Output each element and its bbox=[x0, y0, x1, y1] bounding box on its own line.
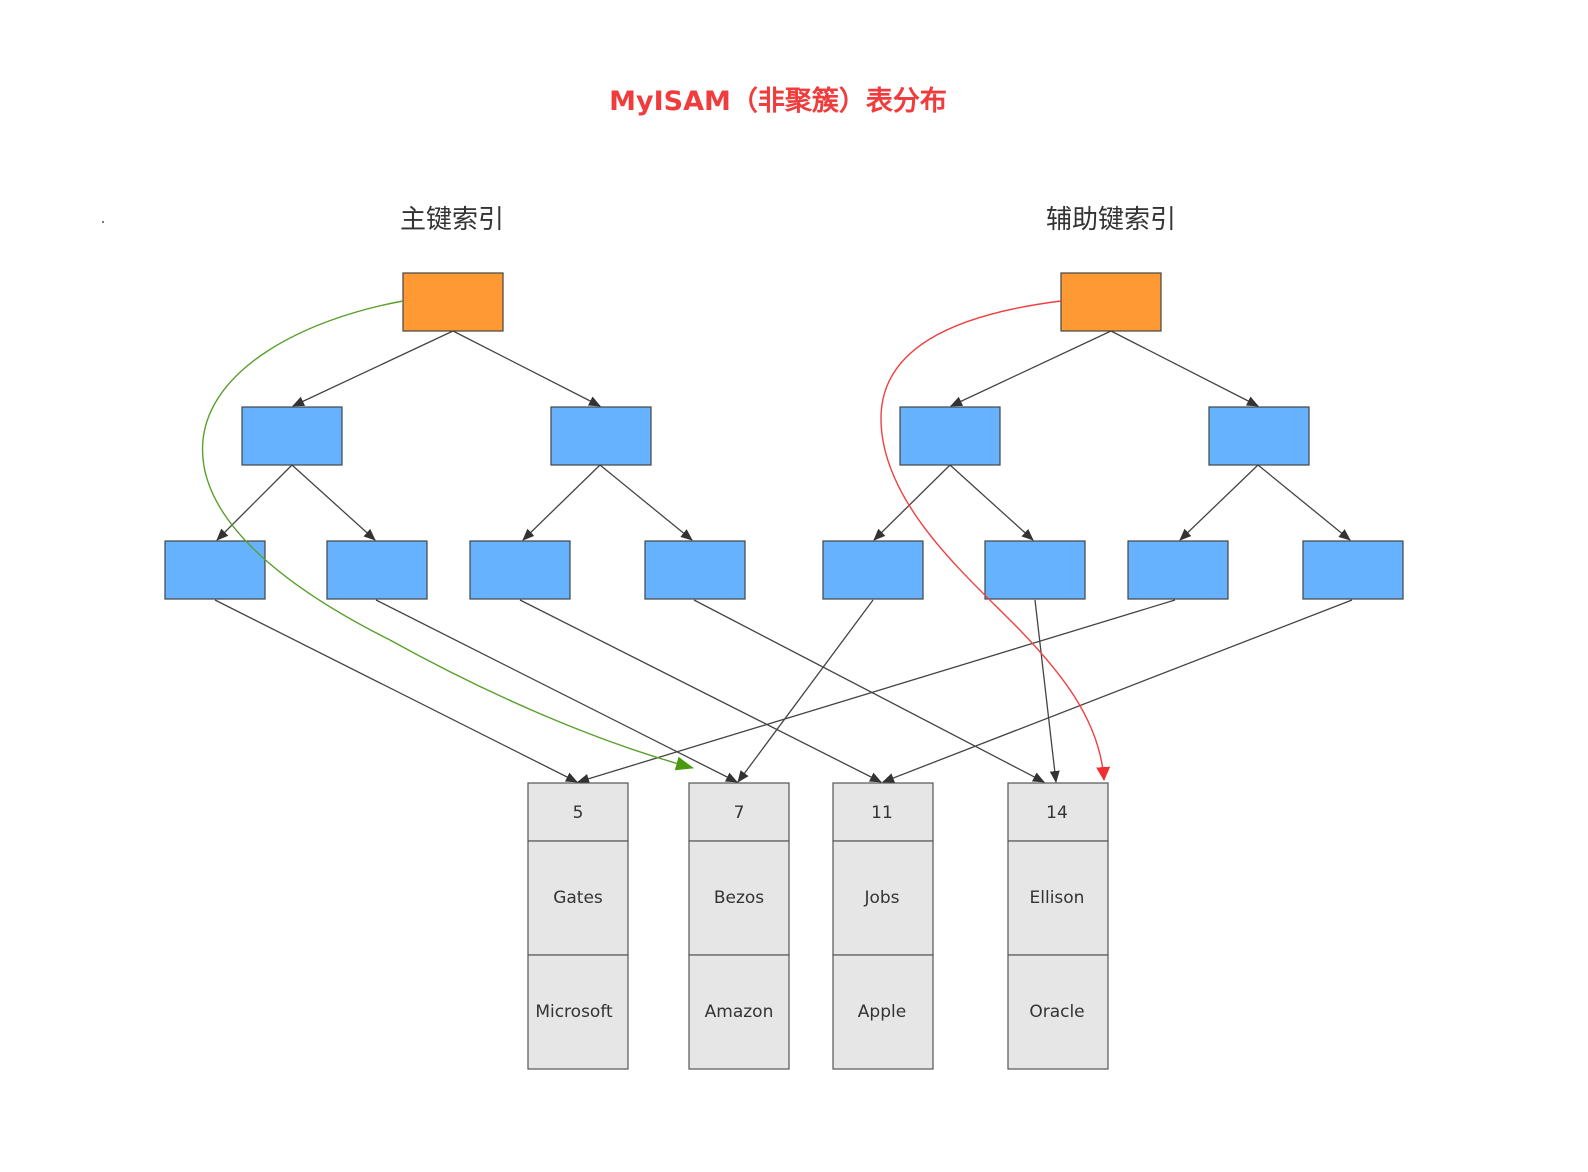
record-name-cell bbox=[688, 840, 790, 956]
edge-p-leaf2-rec7 bbox=[375, 599, 738, 783]
edge-s-l-leaf2 bbox=[949, 464, 1034, 541]
record-id: 5 bbox=[573, 803, 584, 823]
record-14: 14 Ellison Oracle bbox=[1007, 782, 1109, 1070]
record-id: 11 bbox=[871, 803, 893, 823]
edge-s-root-left bbox=[950, 330, 1112, 407]
primary-tree-edges bbox=[214, 330, 1045, 783]
record-company: Apple bbox=[858, 1002, 906, 1022]
record-name: Ellison bbox=[1030, 888, 1085, 908]
record-id-cell bbox=[688, 782, 790, 842]
edge-s-r-leaf4 bbox=[1257, 464, 1351, 541]
record-id-cell bbox=[527, 782, 629, 842]
record-7: 7 Bezos Amazon bbox=[688, 782, 790, 1070]
edge-s-leaf2-rec14 bbox=[1034, 599, 1060, 783]
record-name-cell bbox=[527, 840, 629, 956]
primary-index-heading: 主键索引 bbox=[400, 205, 504, 235]
primary-leaf-node-4 bbox=[644, 540, 746, 600]
primary-index-tree bbox=[164, 272, 746, 600]
record-11: 11 Jobs Apple bbox=[832, 782, 934, 1070]
edge-s-leaf4-rec11 bbox=[882, 599, 1353, 783]
secondary-leaf-node-3 bbox=[1127, 540, 1229, 600]
record-id: 14 bbox=[1046, 803, 1068, 823]
edge-p-leaf4-rec14 bbox=[693, 599, 1045, 783]
primary-inner-node-right bbox=[550, 406, 652, 466]
edge-p-l-leaf2 bbox=[291, 464, 376, 541]
diagram-title: MyISAM（非聚簇）表分布 bbox=[609, 85, 947, 117]
secondary-index-heading: 辅助键索引 bbox=[1046, 205, 1176, 235]
secondary-tree-edges bbox=[577, 330, 1353, 784]
record-name: Bezos bbox=[714, 888, 764, 908]
secondary-root-node bbox=[1060, 272, 1162, 332]
record-company-cell bbox=[527, 954, 629, 1070]
edge-p-r-leaf4 bbox=[599, 464, 693, 541]
primary-leaf-node-1 bbox=[164, 540, 266, 600]
primary-leaf-node-2 bbox=[326, 540, 428, 600]
stray-dot bbox=[102, 221, 104, 223]
record-company: Microsoft bbox=[535, 1002, 613, 1022]
record-table: 5 Gates Microsoft 7 Bezos Amazon 11 Jobs… bbox=[527, 782, 1109, 1070]
secondary-leaf-node-2 bbox=[984, 540, 1086, 600]
primary-root-node bbox=[402, 272, 504, 332]
secondary-index-tree bbox=[822, 272, 1404, 600]
record-company-cell bbox=[1007, 954, 1109, 1070]
edge-s-r-leaf3 bbox=[1179, 464, 1259, 541]
record-company: Amazon bbox=[705, 1002, 774, 1022]
record-company: Oracle bbox=[1029, 1002, 1084, 1022]
edge-p-leaf1-rec5 bbox=[214, 599, 578, 783]
edge-p-l-leaf1 bbox=[216, 464, 293, 541]
primary-lookup-path bbox=[201, 300, 694, 771]
primary-inner-node-left bbox=[241, 406, 343, 466]
record-company-cell bbox=[688, 954, 790, 1070]
edge-p-r-leaf3 bbox=[522, 464, 601, 541]
secondary-leaf-node-4 bbox=[1302, 540, 1404, 600]
record-id-cell bbox=[832, 782, 934, 842]
record-name-cell bbox=[832, 840, 934, 956]
record-name: Jobs bbox=[863, 888, 899, 908]
secondary-lookup-path bbox=[880, 300, 1111, 781]
record-name: Gates bbox=[553, 888, 603, 908]
edge-s-l-leaf1 bbox=[873, 464, 951, 541]
secondary-inner-node-left bbox=[899, 406, 1001, 466]
record-id: 7 bbox=[734, 803, 745, 823]
edge-s-leaf1-rec7 bbox=[737, 599, 874, 783]
record-name-cell bbox=[1007, 840, 1109, 956]
secondary-leaf-node-1 bbox=[822, 540, 924, 600]
edge-p-leaf3-rec11 bbox=[519, 599, 882, 783]
edge-p-root-left bbox=[292, 330, 454, 407]
secondary-inner-node-right bbox=[1208, 406, 1310, 466]
edge-s-leaf3-rec5 bbox=[577, 599, 1176, 784]
primary-leaf-node-3 bbox=[469, 540, 571, 600]
edge-p-root-right bbox=[452, 330, 601, 407]
record-5: 5 Gates Microsoft bbox=[527, 782, 629, 1070]
edge-s-root-right bbox=[1110, 330, 1259, 407]
record-company-cell bbox=[832, 954, 934, 1070]
